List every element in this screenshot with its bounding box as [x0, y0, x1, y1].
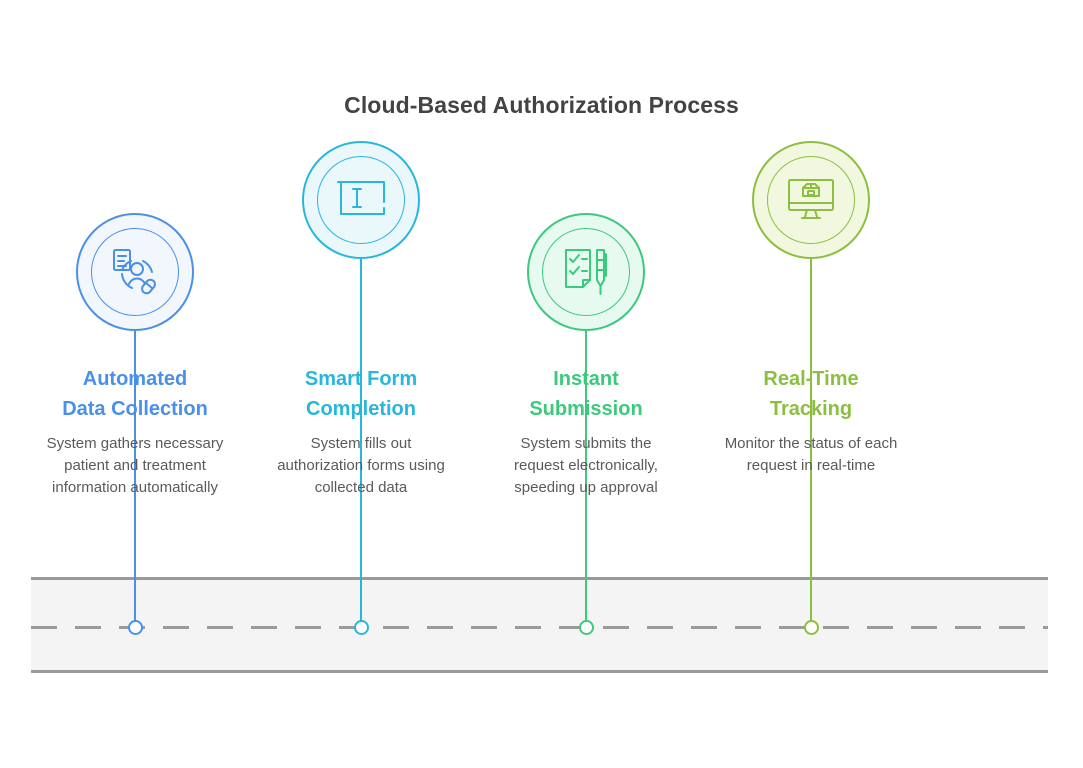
step-icon-inner-ring: [542, 228, 630, 316]
step-description: System fills out authorization forms usi…: [277, 435, 445, 497]
step-description: Monitor the status of each request in re…: [724, 435, 898, 475]
step-icon-circle[interactable]: [302, 141, 420, 259]
step-icon-inner-ring: [317, 156, 405, 244]
connector-stem: [810, 259, 812, 627]
step-label-line2: Submission: [529, 398, 643, 420]
step-icon-circle[interactable]: [752, 141, 870, 259]
step-label-line2: Data Collection: [62, 398, 208, 420]
monitor-package-icon: [785, 176, 837, 224]
step-icon-inner-ring: [767, 156, 855, 244]
timeline-node-marker[interactable]: [128, 620, 143, 635]
timeline-dashed-axis: [31, 626, 1048, 629]
connector-stem: [360, 259, 362, 627]
timeline-bottom-rule: [31, 670, 1048, 673]
checklist-pen-icon: [560, 246, 612, 298]
connector-stem: [134, 331, 136, 627]
text-field-cursor-icon: [335, 178, 387, 222]
timeline-band: [31, 578, 1048, 672]
step-label-line1: Real-Time: [763, 368, 859, 390]
step-label-line1: Smart Form: [304, 368, 418, 390]
step-label-line2: Completion: [306, 398, 416, 420]
connector-stem: [585, 331, 587, 627]
timeline-top-rule: [31, 577, 1048, 580]
step-icon-circle[interactable]: [76, 213, 194, 331]
step-icon-inner-ring: [91, 228, 179, 316]
step-description: System gathers necessary patient and tre…: [46, 435, 224, 497]
step-label-line1: Automated: [82, 368, 188, 390]
timeline-node-marker[interactable]: [354, 620, 369, 635]
patient-record-icon: [109, 246, 161, 298]
page-title: Cloud-Based Authorization Process: [344, 92, 739, 118]
step-label-line2: Tracking: [769, 398, 853, 420]
step-icon-circle[interactable]: [527, 213, 645, 331]
timeline-node-marker[interactable]: [804, 620, 819, 635]
timeline-node-marker[interactable]: [579, 620, 594, 635]
step-label-line1: Instant: [553, 368, 619, 390]
step-description: System submits the request electronicall…: [514, 435, 658, 497]
